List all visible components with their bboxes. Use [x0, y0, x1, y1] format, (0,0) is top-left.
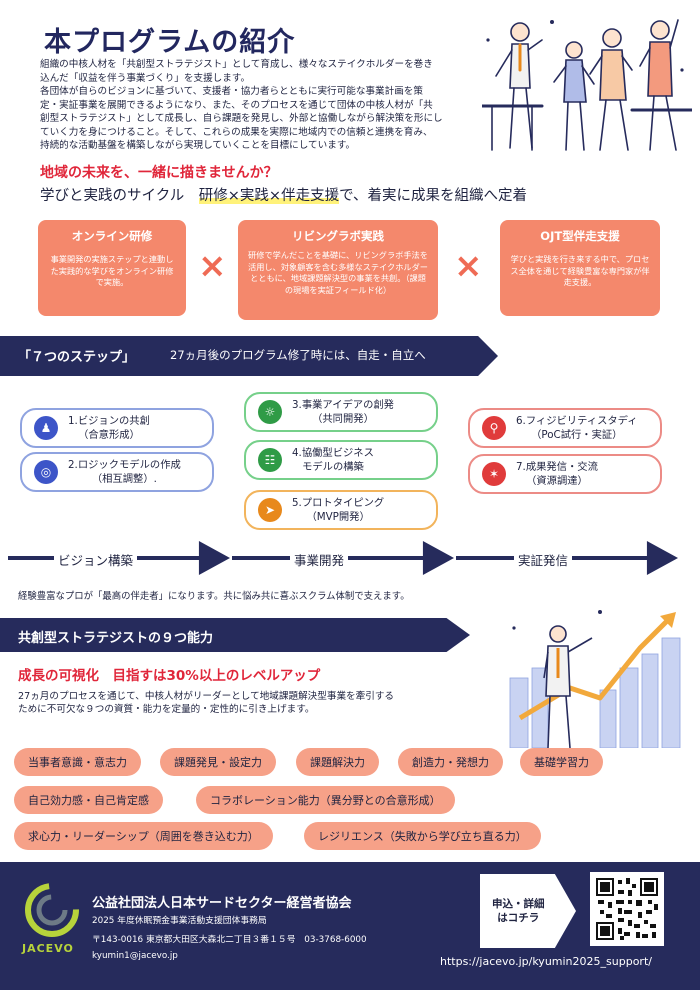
apply-label: 申込・詳細 — [492, 898, 545, 910]
organization-name: 公益社団法人日本サードセクター経営者協会 — [92, 896, 352, 911]
cross-icon: × — [454, 246, 483, 286]
logo-text: JACEVO — [22, 942, 74, 955]
steps-banner-title: 「７つのステップ」 — [18, 350, 136, 365]
step-label: 7.成果発信・交流 — [516, 461, 598, 473]
step-2: ◎ 2.ロジックモデルの作成 （相互調整）. — [20, 452, 214, 492]
card-body: 事業開発の実施ステップと連動した実践的な学びをオンライン研修で実施。 — [50, 254, 174, 287]
step-label: 2.ロジックモデルの作成 — [68, 459, 181, 471]
step-label: 6.フィジビリティスタディ — [516, 415, 638, 427]
book-icon: ☷ — [258, 448, 282, 472]
abilities-banner: 共創型ストラテジストの９つ能力 — [0, 618, 470, 652]
email: kyumin1@jacevo.jp — [92, 951, 178, 961]
growth-description: 27ヵ月のプロセスを通じて、中核人材がリーダーとして地域課題解決型事業を牽引する… — [18, 691, 395, 715]
ability-pill: 創造力・発想力 — [398, 748, 503, 776]
step-7: ✶ 7.成果発信・交流 （資源調達） — [468, 454, 662, 494]
abilities-banner-title: 共創型ストラテジストの９つ能力 — [18, 631, 214, 646]
sub-catch-part: で、着実に成果を組織へ定着 — [339, 188, 528, 204]
growth-illustration — [509, 610, 681, 748]
ability-pill: 基礎学習力 — [520, 748, 603, 776]
intro-line: 定・実証事業を展開できるようになり、また、そのプロセスを通じて団体の中核人材が「… — [40, 99, 433, 111]
address: 〒143-0016 東京都大田区大森北二丁目３番１５号 03-3768-6000 — [92, 935, 367, 945]
ability-pill: 課題解決力 — [296, 748, 379, 776]
target-icon: ◎ — [34, 460, 58, 484]
phase-label: ビジョン構築 — [54, 550, 138, 569]
step-sub: （PoC試行・実証） — [531, 429, 623, 441]
card-ojt-support: OJT型伴走支援 学びと実践を行き来する中で、プロセス全体を通じて経験豊富な専門… — [500, 220, 660, 316]
step-label: 1.ビジョンの共創 — [68, 415, 150, 427]
ability-pill: 当事者意識・意志力 — [14, 748, 141, 776]
step-sub: （合意形成） — [78, 429, 140, 441]
qr-code[interactable] — [590, 872, 664, 946]
organization-sub: 2025 年度休眠預金事業活動支援団体事務局 — [92, 916, 267, 926]
step-sub: （MVP開発） — [306, 511, 370, 523]
intro-line: ていく力を身につけること。そして、これらの成果を実際に地域内での信頼と連携を育み… — [40, 126, 433, 138]
phase-label: 実証発信 — [514, 550, 573, 569]
intro-text: 組織の中核人材を「共創型ストラテジスト」として育成し、様々なステイクホルダーを巻… — [40, 58, 472, 153]
ability-pill: 求心力・リーダーシップ（周囲を巻き込む力） — [14, 822, 273, 850]
apply-arrow-button[interactable]: 申込・詳細はコチラ — [480, 874, 576, 948]
footer — [0, 862, 700, 990]
step-6: ⚲ 6.フィジビリティスタディ （PoC試行・実証） — [468, 408, 662, 448]
search-icon: ⚲ — [482, 416, 506, 440]
phase-label: 事業開発 — [290, 550, 349, 569]
jacevo-logo — [25, 883, 79, 937]
sub-catch-part: 学びと実践のサイクル — [40, 188, 199, 204]
step-sub: モデルの構築 — [302, 461, 364, 473]
share-icon: ✶ — [482, 462, 506, 486]
step-1: ♟ 1.ビジョンの共創 （合意形成） — [20, 408, 214, 448]
intro-line: 持続的な活動基盤を構築しながら実現していくことを目標にしています。 — [40, 140, 356, 151]
step-label: 4.協働型ビジネス — [292, 447, 374, 459]
growth-headline: 成長の可視化 目指すは30%以上のレベルアップ — [18, 668, 321, 684]
step-5: ➤ 5.プロトタイピング （MVP開発） — [244, 490, 438, 530]
sub-catch-copy: 学びと実践のサイクル 研修×実践×伴走支援で、着実に成果を組織へ定着 — [40, 184, 527, 205]
ability-pill: 自己効力感・自己肯定感 — [14, 786, 163, 814]
step-sub: （相互調整）. — [91, 473, 157, 485]
people-icon: ♟ — [34, 416, 58, 440]
card-body: 学びと実践を行き来する中で、プロセス全体を通じて経験豊富な専門家が伴走支援。 — [510, 254, 650, 287]
team-illustration — [482, 19, 692, 151]
lightbulb-icon: ☼ — [258, 400, 282, 424]
cross-icon: × — [198, 246, 227, 286]
program-url-link[interactable]: https://jacevo.jp/kyumin2025_support/ — [440, 955, 652, 968]
catch-copy: 地域の未来を、一緒に描きませんか？ — [40, 165, 278, 181]
page-title: 本プログラムの紹介 — [44, 27, 296, 58]
ability-pill: コラボレーション能力（異分野との合意形成） — [196, 786, 455, 814]
rocket-icon: ➤ — [258, 498, 282, 522]
intro-line: 組織の中核人材を「共創型ストラテジスト」として育成し、様々なステイクホルダーを巻… — [40, 59, 433, 70]
step-3: ☼ 3.事業アイデアの創発 （共同開発） — [244, 392, 438, 432]
intro-line: 込んだ「収益を伴う事業づくり」を支援します。 — [40, 72, 251, 84]
step-4: ☷ 4.協働型ビジネスモデルの構築 — [244, 440, 438, 480]
intro-line: 各団体が自らのビジョンに基づいて、支援者・協力者らとともに実行可能な事業計画を策 — [40, 86, 423, 97]
steps-banner-subtitle: 27ヵ月後のプログラム修了時には、自走・自立へ — [170, 348, 426, 362]
step-sub: （共同開発） — [312, 413, 374, 425]
sub-catch-highlight: 研修×実践×伴走支援 — [198, 188, 340, 204]
apply-label: はコチラ — [497, 912, 540, 924]
steps-banner: 「７つのステップ」 27ヵ月後のプログラム修了時には、自走・自立へ — [0, 336, 498, 376]
intro-line: 創型ストラテジスト」として成長し、自ら課題を発見し、外部と協働しながら解決策を形… — [40, 113, 443, 124]
scrum-text: 経験豊富なプロが「最高の伴走者」になります。共に悩み共に喜ぶスクラム体制で支えま… — [18, 591, 410, 602]
step-label: 5.プロトタイピング — [292, 497, 385, 509]
card-online-training: オンライン研修 事業開発の実施ステップと連動した実践的な学びをオンライン研修で実… — [38, 220, 186, 316]
step-label: 3.事業アイデアの創発 — [292, 399, 394, 411]
ability-pill: 課題発見・設定力 — [160, 748, 276, 776]
card-title: オンライン研修 — [71, 229, 153, 243]
card-title: リビングラボ実践 — [292, 229, 384, 243]
card-title: OJT型伴走支援 — [540, 229, 620, 243]
card-living-lab: リビングラボ実践 研修で学んだことを基礎に、リビングラボ手法を活用し、対象顧客を… — [238, 220, 438, 320]
step-sub: （資源調達） — [526, 475, 588, 487]
ability-pill: レジリエンス（失敗から学び立ち直る力） — [304, 822, 541, 850]
card-body: 研修で学んだことを基礎に、リビングラボ手法を活用し、対象顧客を含む多様なステイク… — [248, 250, 428, 295]
